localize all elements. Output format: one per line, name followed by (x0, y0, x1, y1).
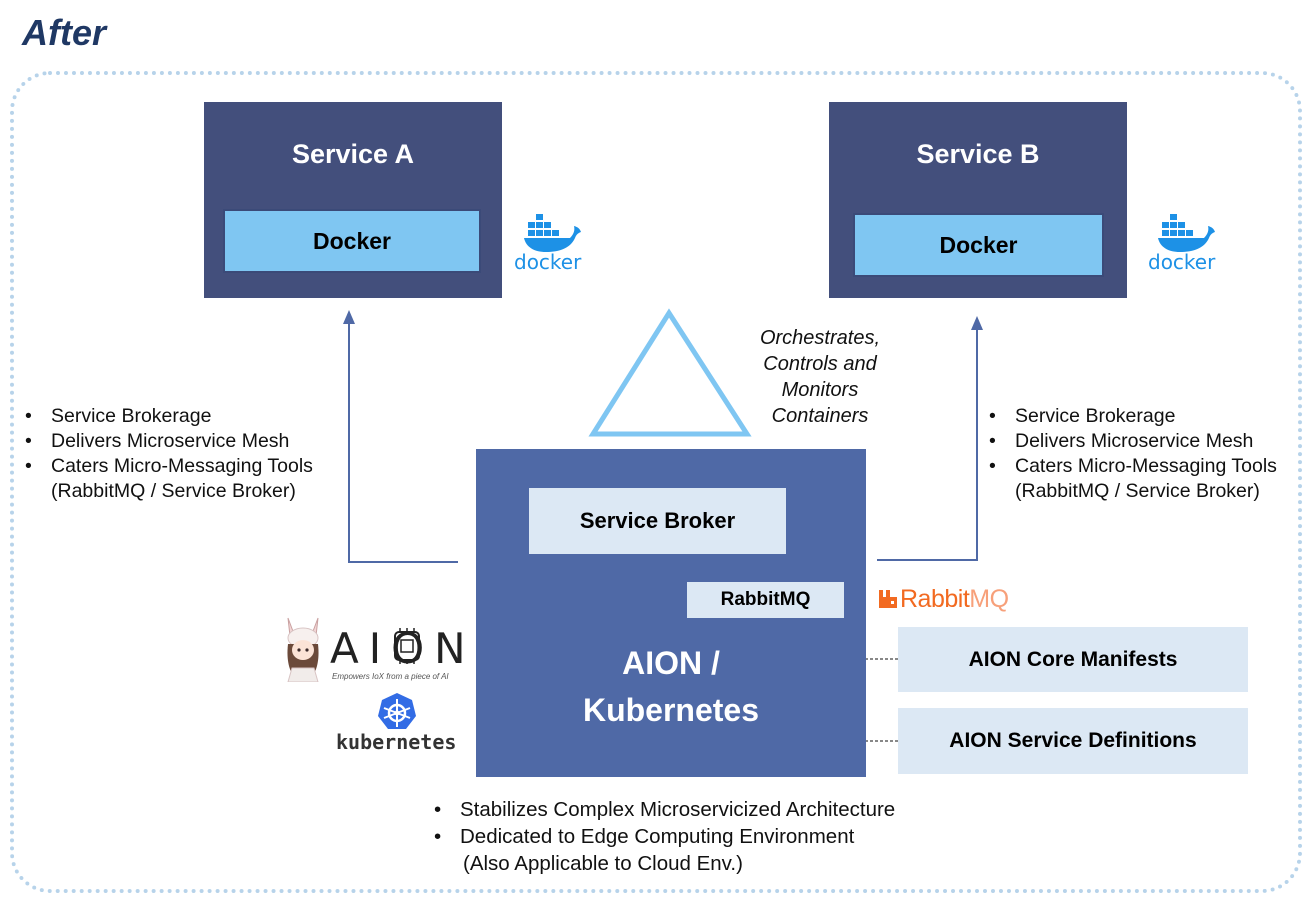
aion-tagline: Empowers IoX from a piece of AI (332, 672, 449, 681)
orchestration-line: Containers (771, 405, 869, 427)
core-label-line2: Kubernetes (582, 692, 760, 728)
orchestration-caption: Orchestrates, Controls and Monitors Cont… (740, 325, 900, 429)
rabbitmq-logo-word: Rabbit (900, 585, 970, 613)
service-a-title: Service A (291, 139, 415, 169)
bullet-item: Service Brokerage (24, 404, 313, 429)
arrowhead-service-a (343, 310, 355, 324)
rabbitmq-logo: RabbitMQ (878, 585, 1009, 614)
rabbitmq-logo-mq: MQ (969, 585, 1009, 613)
bullet-item: Service Brokerage (988, 404, 1277, 429)
docker-logo-text-a: docker (514, 250, 582, 274)
docker-logo-b: docker (1146, 212, 1216, 274)
bullet-continuation: (RabbitMQ / Service Broker) (51, 480, 296, 502)
orchestration-triangle (588, 308, 752, 437)
core-label-line1: AION / (622, 645, 720, 681)
bullet-item: Delivers Microservice Mesh (988, 429, 1277, 454)
rabbitmq-box: RabbitMQ (687, 582, 844, 618)
bullet-item: Caters Micro-Messaging Tools (988, 454, 1277, 479)
bullet-continuation: (RabbitMQ / Service Broker) (1015, 480, 1260, 502)
aion-mascot-icon (287, 617, 319, 682)
service-b-title: Service B (916, 139, 1040, 169)
bullet-item: Stabilizes Complex Microservicized Archi… (433, 796, 895, 823)
orchestration-line: Orchestrates, (759, 327, 881, 349)
page-title: After (22, 12, 107, 53)
service-b-box: Service B Docker (829, 102, 1127, 298)
aion-core-manifests-box: AION Core Manifests (898, 627, 1248, 692)
right-bullet-list: Service Brokerage Delivers Microservice … (988, 404, 1277, 504)
service-broker-box: Service Broker (529, 488, 786, 554)
docker-logo-text-b: docker (1148, 250, 1216, 274)
bottom-bullet-list: Stabilizes Complex Microservicized Archi… (433, 796, 895, 877)
service-b-docker-box: Docker (853, 213, 1104, 277)
service-a-box: Service A Docker (204, 102, 502, 298)
dotted-frame (10, 71, 1302, 893)
kubernetes-logo: kubernetes (336, 692, 462, 754)
orchestration-line: Controls and (763, 353, 877, 375)
left-bullet-list: Service Brokerage Delivers Microservice … (24, 404, 313, 504)
docker-whale-icon (1158, 214, 1215, 252)
bullet-item: Dedicated to Edge Computing Environment (433, 823, 895, 850)
docker-logo-a: docker (512, 212, 582, 274)
kubernetes-wheel-icon (378, 693, 416, 729)
orchestration-line: Monitors (781, 379, 859, 401)
arrow-to-service-b (877, 328, 978, 561)
bullet-item: Delivers Microservice Mesh (24, 429, 313, 454)
bullet-continuation: (Also Applicable to Cloud Env.) (463, 852, 743, 875)
aion-kubernetes-label: AION / Kubernetes (476, 640, 866, 734)
aion-service-definitions-box: AION Service Definitions (898, 708, 1248, 774)
rabbitmq-icon (879, 590, 897, 608)
aion-logo: AION Empowers IoX from a piece of AI (280, 616, 470, 684)
arrow-to-service-a (348, 322, 458, 563)
docker-whale-icon (524, 214, 581, 252)
bullet-item: Caters Micro-Messaging Tools (24, 454, 313, 479)
kubernetes-logo-text: kubernetes (336, 730, 457, 754)
arrowhead-service-b (971, 316, 983, 330)
service-a-docker-box: Docker (223, 209, 481, 273)
aion-chip-icon (394, 628, 420, 664)
